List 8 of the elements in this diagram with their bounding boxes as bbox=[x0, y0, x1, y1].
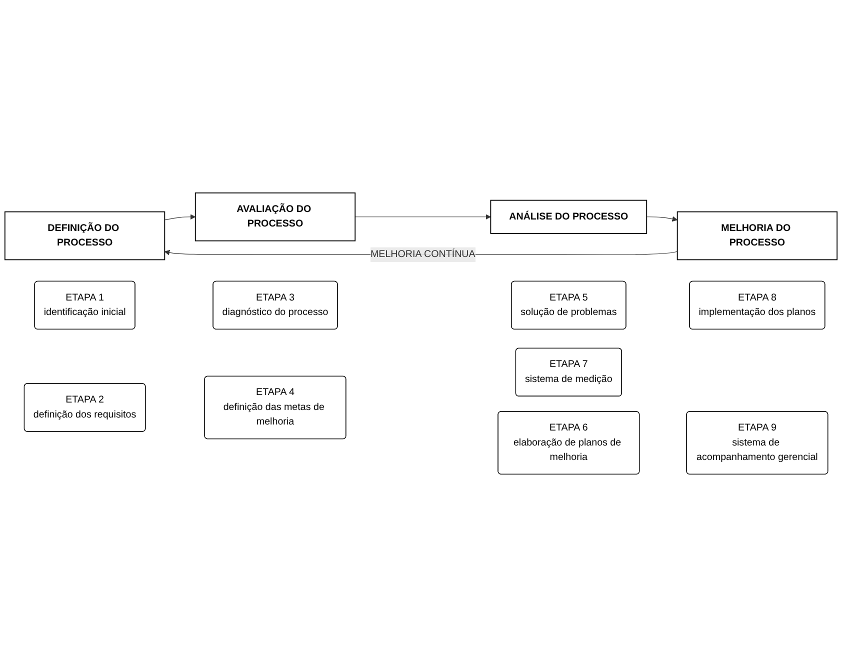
node-box: ANÁLISE DO PROCESSO bbox=[490, 200, 648, 234]
node-box: AVALIAÇÃO DO PROCESSO bbox=[194, 192, 356, 242]
arrow bbox=[646, 216, 678, 222]
node-box: MELHORIA DO PROCESSO bbox=[676, 212, 838, 261]
arrow bbox=[354, 214, 491, 220]
edge-label: MELHORIA CONTÍNUA bbox=[370, 250, 476, 260]
arrow bbox=[164, 214, 196, 221]
node-box: DEFINIÇÃO DO PROCESSO bbox=[4, 212, 166, 261]
